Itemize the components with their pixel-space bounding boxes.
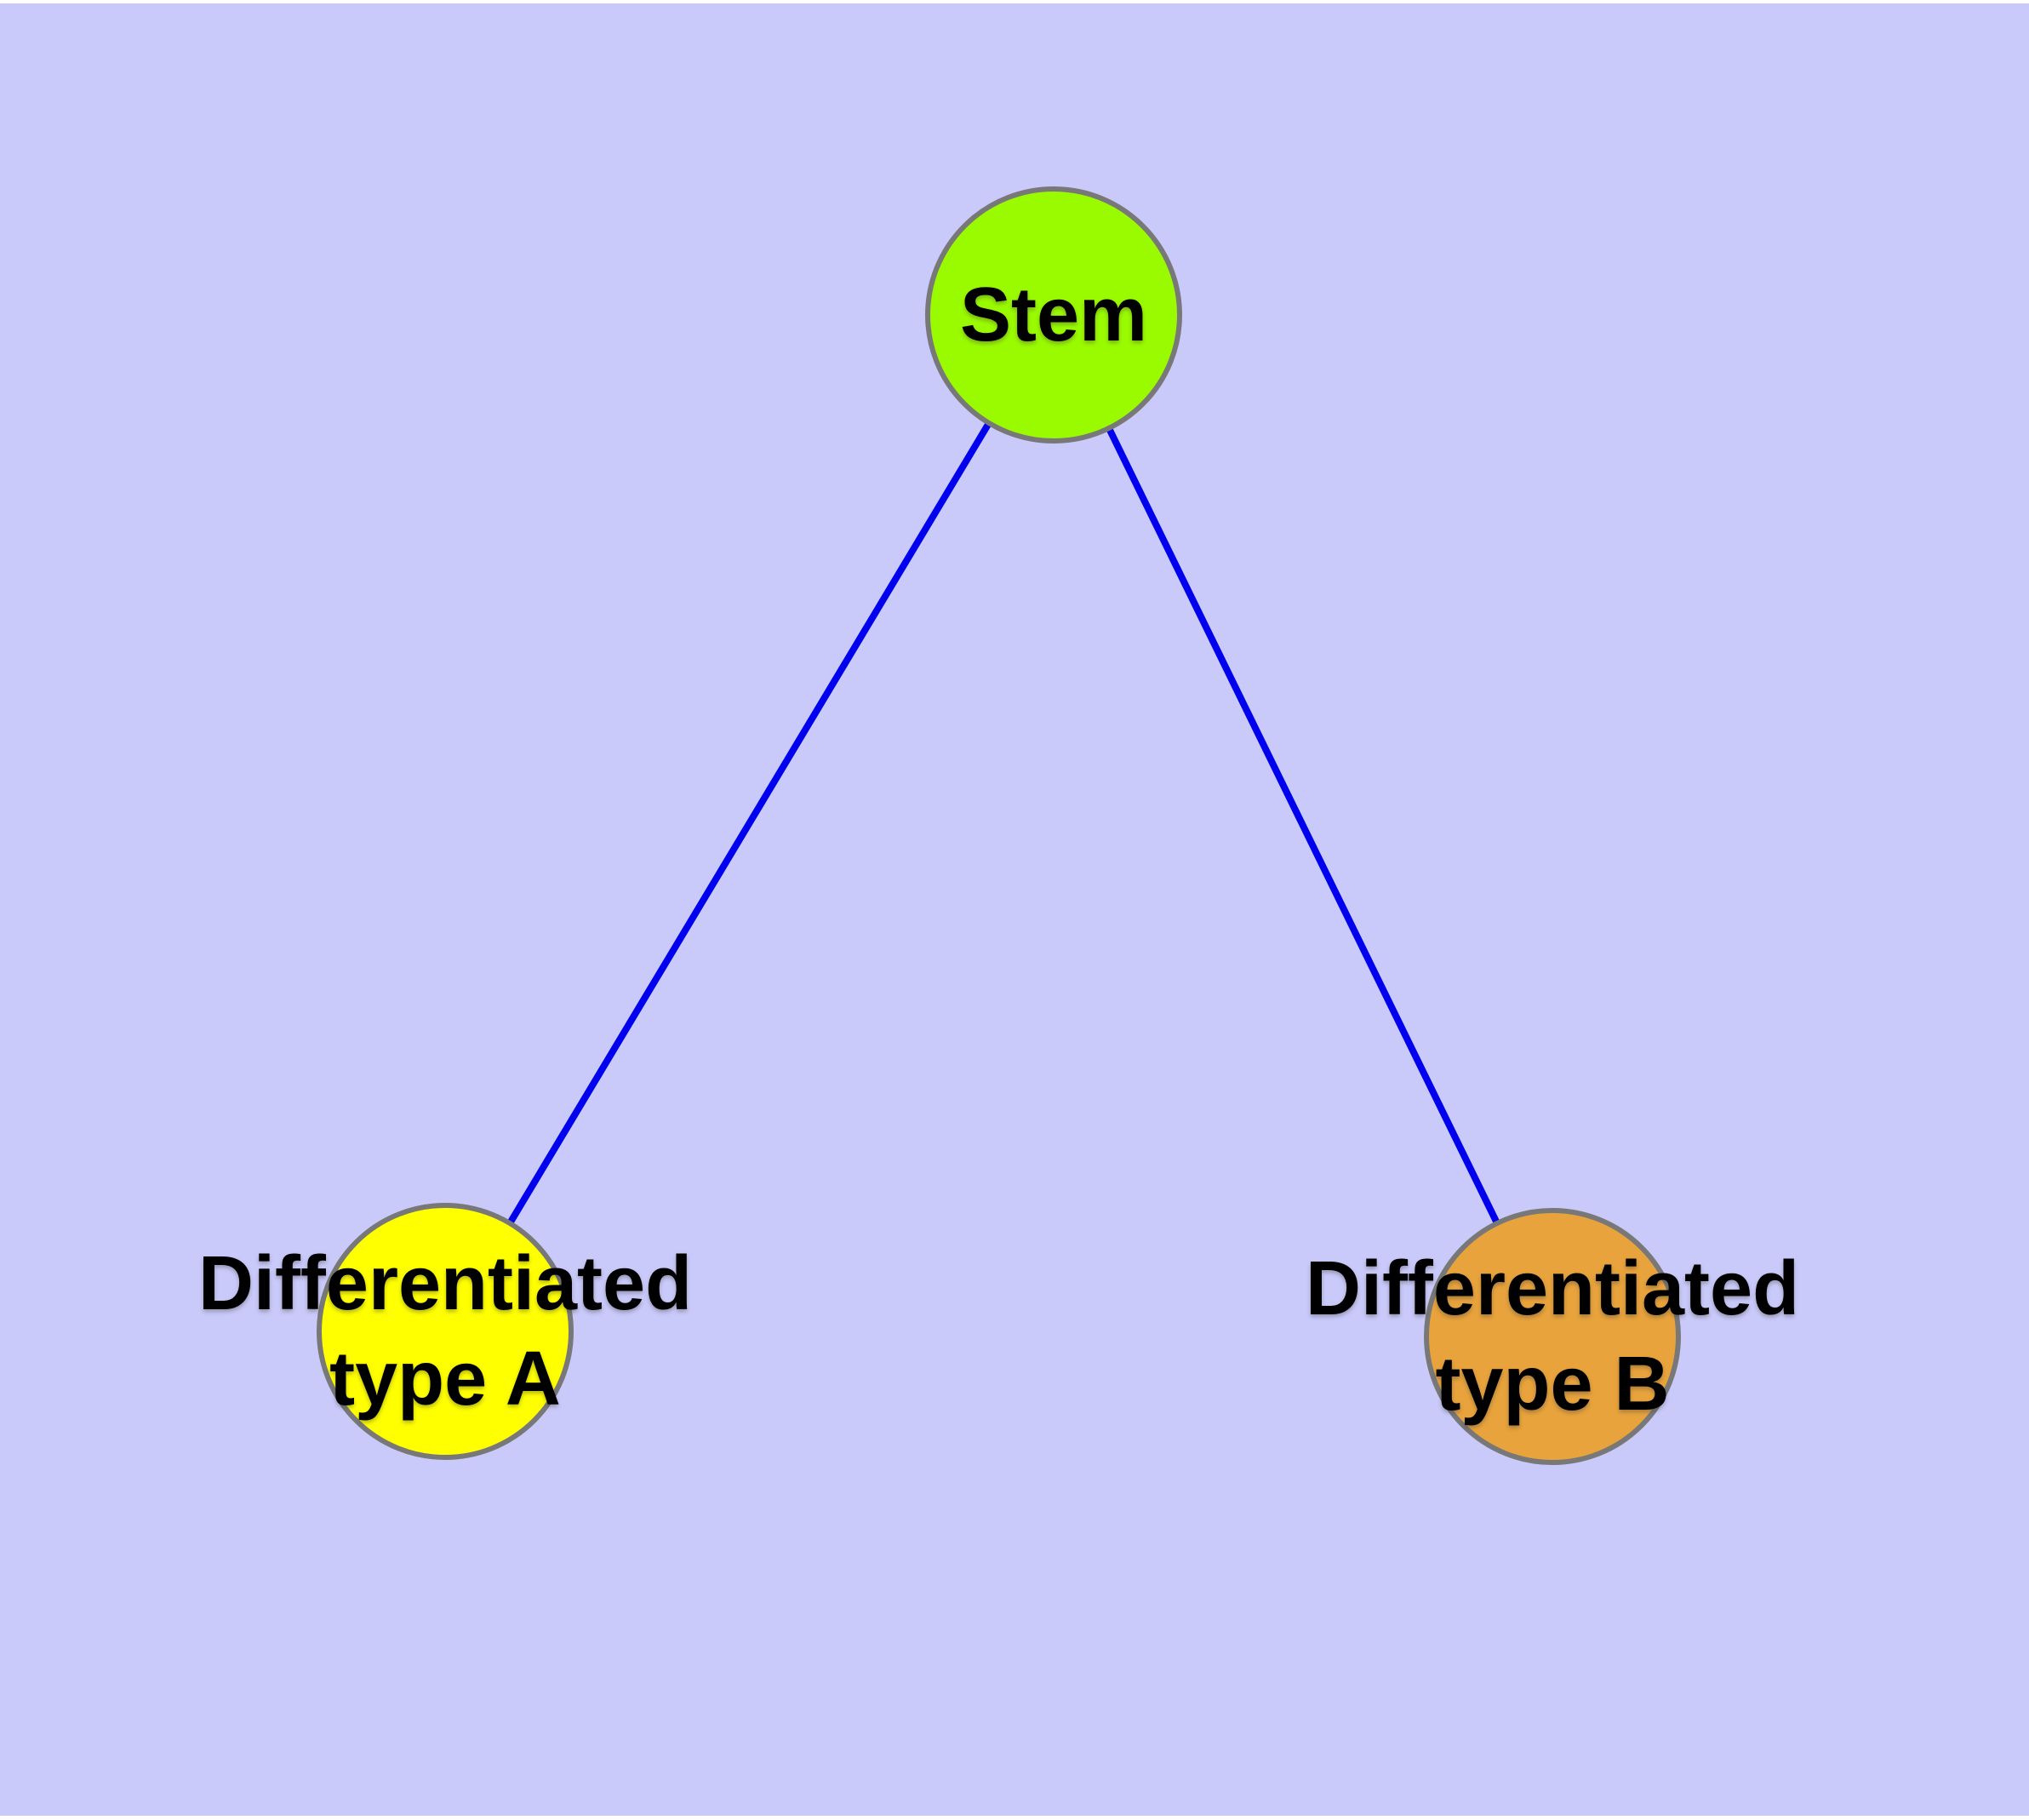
node-stem: Stem (925, 186, 1182, 444)
label-line: type B (1435, 1342, 1670, 1427)
node-stem-label: Stem (960, 267, 1147, 363)
node-differentiated-type-b: Differentiated type B (1306, 1208, 1799, 1465)
label-line: Stem (959, 272, 1148, 358)
node-differentiated-type-a-label: Differentiated type A (198, 1236, 692, 1427)
label-line: type A (329, 1336, 561, 1422)
label-line: Differentiated (197, 1241, 693, 1326)
label-line: Differentiated (1305, 1246, 1800, 1331)
node-differentiated-type-a: Differentiated type A (198, 1203, 692, 1460)
node-differentiated-type-b-label: Differentiated type B (1306, 1241, 1799, 1432)
